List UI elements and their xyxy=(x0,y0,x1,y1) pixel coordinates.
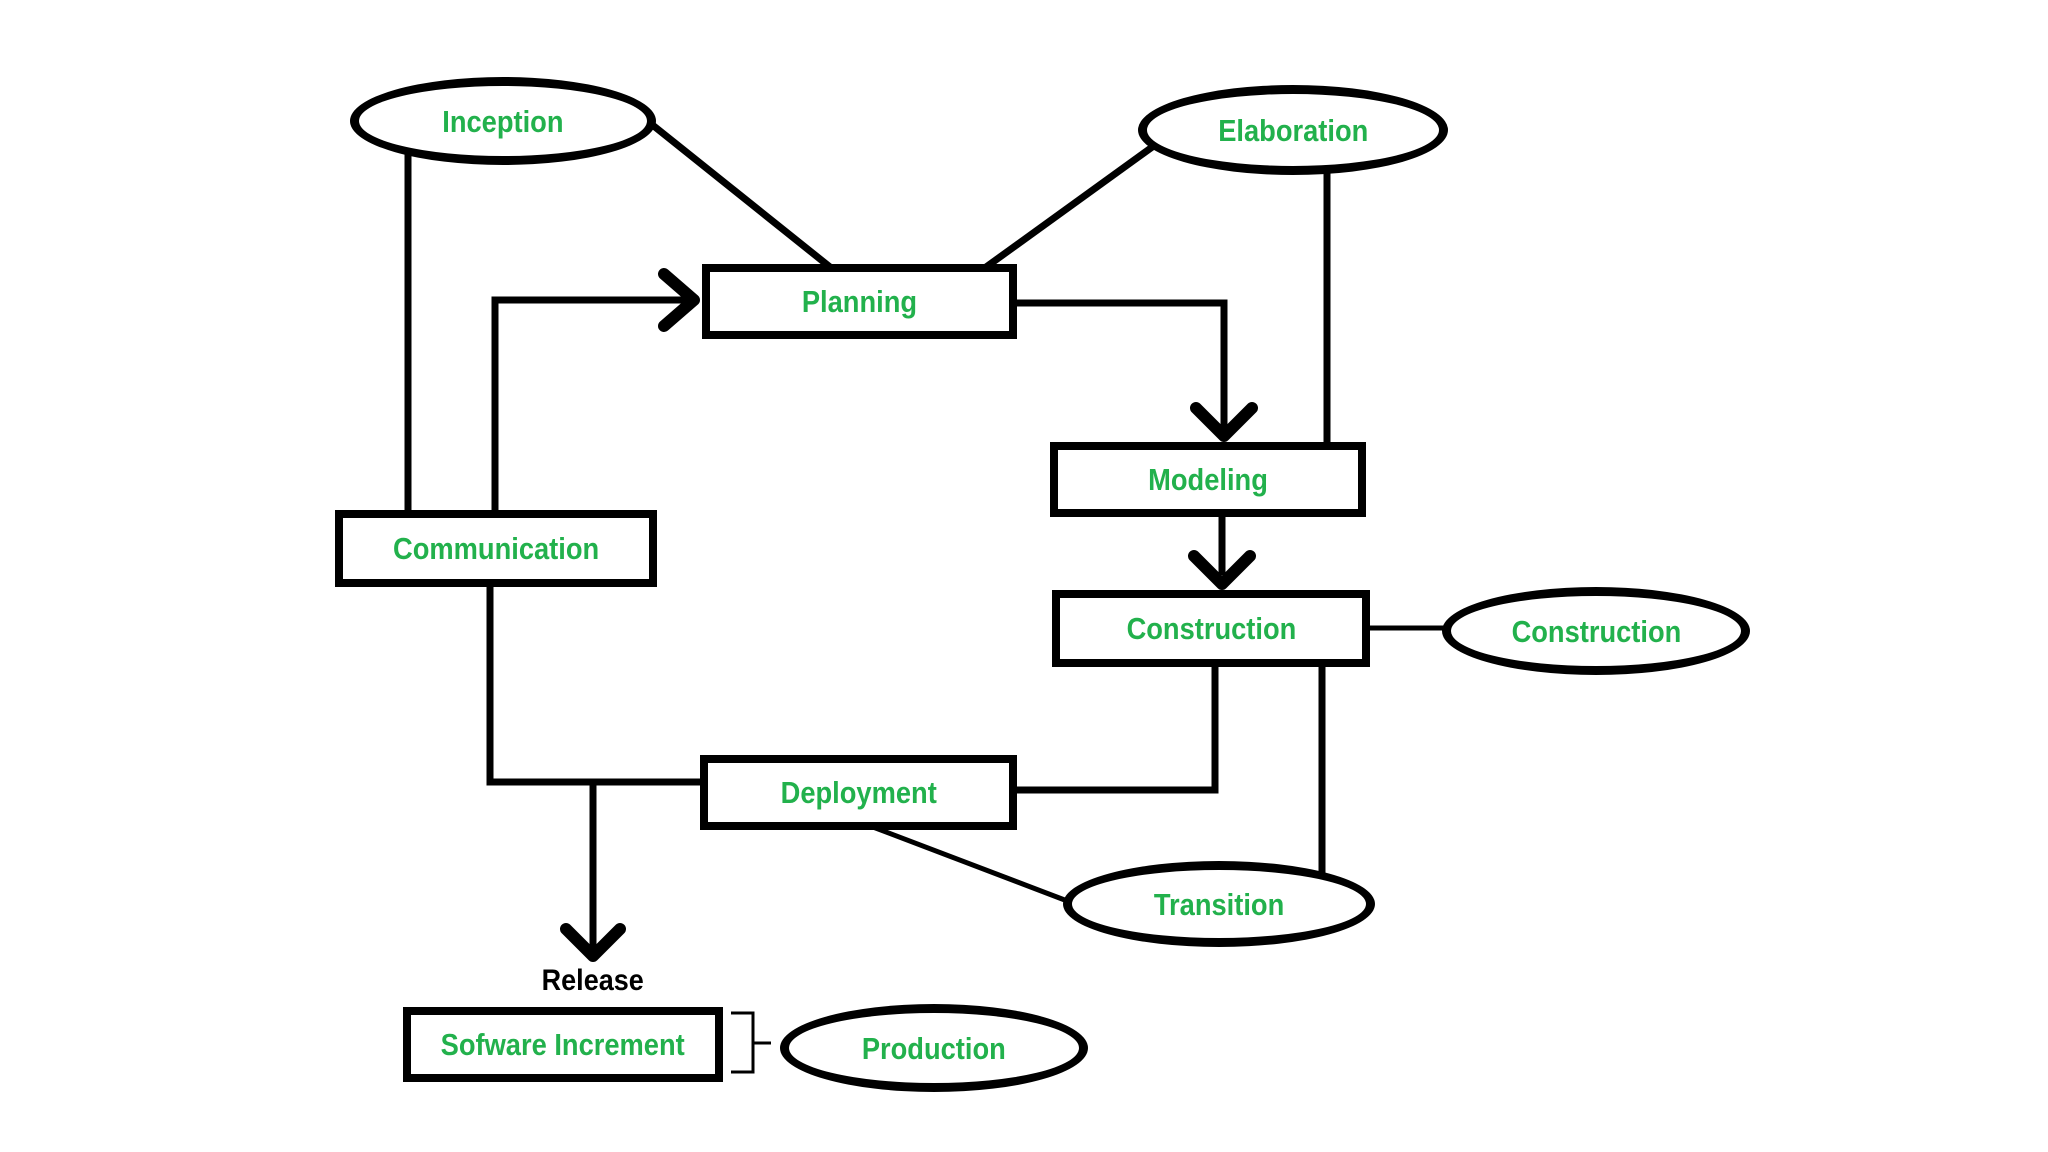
edge-elaboration-planning xyxy=(972,142,1158,278)
edge-modeling-construction xyxy=(1188,512,1256,590)
edge-planning-modeling xyxy=(1010,299,1258,442)
arrowhead-right-icon xyxy=(658,268,700,332)
release-label: Release xyxy=(541,964,644,997)
node-modeling: Modeling xyxy=(1050,442,1366,517)
edge-to-release xyxy=(560,782,626,962)
node-inception: Inception xyxy=(350,77,656,165)
node-software-increment: Sofware Increment xyxy=(403,1007,723,1082)
node-production: Production xyxy=(780,1004,1088,1092)
node-construction-phase-label: Construction xyxy=(1511,613,1681,649)
node-construction-phase: Construction xyxy=(1442,587,1750,675)
node-communication: Communication xyxy=(335,510,657,587)
edge-deployment-transition xyxy=(864,821,1071,905)
edge-communication-deployment xyxy=(486,580,706,786)
node-construction-activity-label: Construction xyxy=(1126,611,1296,646)
edge-communication-planning xyxy=(491,268,700,520)
arrowhead-down-icon xyxy=(1190,402,1258,442)
edge-inception-planning xyxy=(637,112,843,278)
edge-construction-deployment xyxy=(1012,660,1219,794)
node-planning-label: Planning xyxy=(801,284,918,319)
node-production-label: Production xyxy=(862,1030,1006,1066)
node-elaboration-label: Elaboration xyxy=(1217,112,1369,148)
node-elaboration: Elaboration xyxy=(1138,85,1448,175)
node-modeling-label: Modeling xyxy=(1148,462,1268,497)
node-transition: Transition xyxy=(1063,861,1375,947)
edge-software-increment-production-bracket xyxy=(731,1011,771,1074)
node-software-increment-label: Sofware Increment xyxy=(440,1027,686,1062)
arrowhead-down-icon xyxy=(1188,550,1256,590)
node-transition-label: Transition xyxy=(1153,886,1285,922)
node-communication-label: Communication xyxy=(392,531,600,566)
node-construction-activity: Construction xyxy=(1052,590,1370,667)
node-planning: Planning xyxy=(702,264,1017,339)
node-deployment: Deployment xyxy=(700,755,1017,830)
arrowhead-down-icon xyxy=(560,923,626,962)
node-deployment-label: Deployment xyxy=(780,775,937,810)
node-inception-label: Inception xyxy=(442,103,564,139)
